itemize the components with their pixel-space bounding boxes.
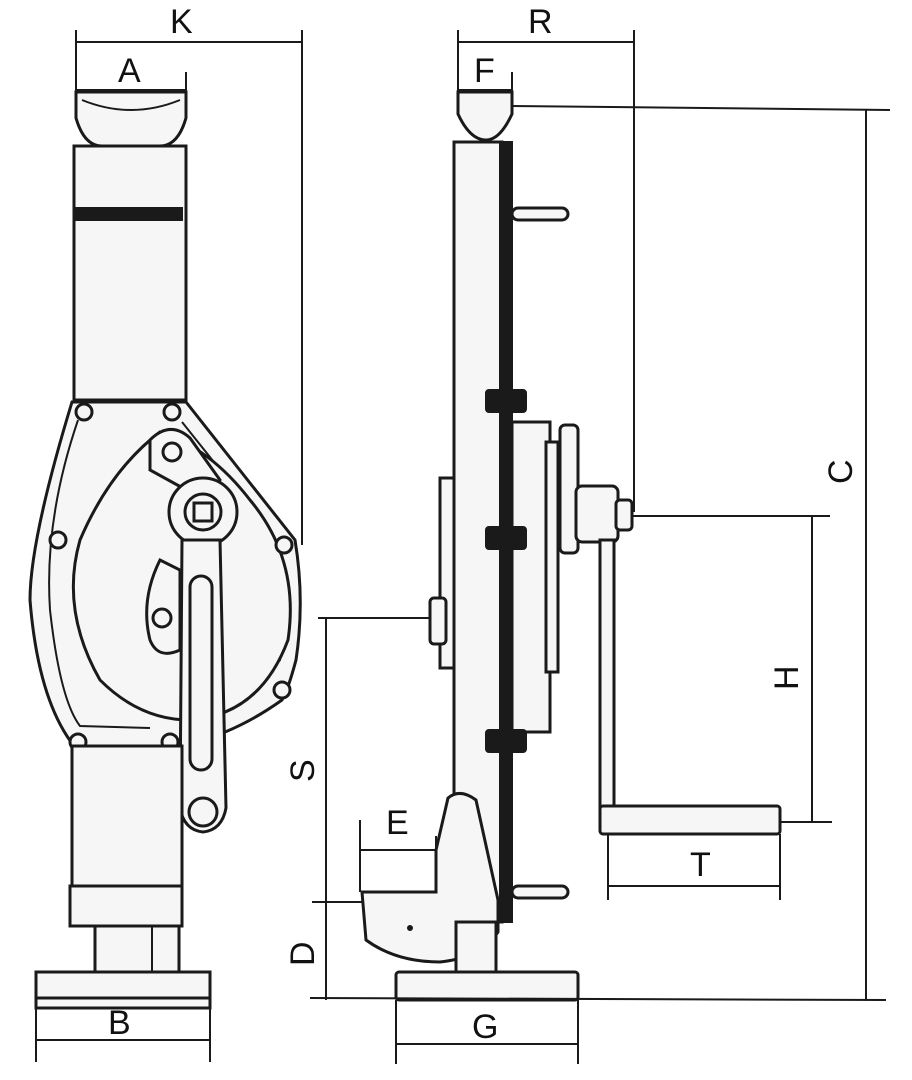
label-b: B bbox=[108, 1004, 131, 1042]
front-base bbox=[34, 970, 212, 1002]
side-crank-hub bbox=[574, 484, 620, 544]
dimension-lines bbox=[35, 30, 891, 1064]
side-saddle bbox=[456, 90, 514, 142]
side-crank-arm bbox=[598, 538, 616, 832]
label-s: S bbox=[284, 759, 322, 782]
front-lower-column bbox=[70, 744, 184, 890]
front-toe-block bbox=[68, 884, 184, 928]
label-d: D bbox=[284, 941, 322, 966]
label-h: H bbox=[768, 665, 806, 690]
side-crank-grip bbox=[598, 804, 782, 836]
side-pin-top bbox=[510, 206, 570, 222]
front-neck bbox=[93, 924, 181, 974]
front-pawl-lower bbox=[145, 557, 182, 655]
front-rack-column bbox=[72, 144, 188, 402]
side-bolt-3 bbox=[485, 729, 527, 753]
side-pin-bottom bbox=[510, 884, 570, 900]
front-rack-band bbox=[75, 207, 183, 221]
label-e: E bbox=[386, 804, 409, 842]
side-bolt-1 bbox=[485, 389, 527, 413]
side-housing-right bbox=[510, 420, 552, 734]
label-t: T bbox=[690, 846, 711, 884]
label-c: C bbox=[822, 459, 860, 484]
dimension-labels: K A R F C H S E T D B G bbox=[108, 3, 860, 1046]
label-k: K bbox=[170, 3, 193, 41]
front-view bbox=[28, 90, 302, 1010]
label-f: F bbox=[474, 52, 495, 90]
side-neck bbox=[454, 920, 498, 976]
label-r: R bbox=[528, 3, 553, 41]
side-view bbox=[360, 90, 782, 1002]
side-base bbox=[394, 970, 580, 1002]
front-saddle bbox=[74, 90, 188, 148]
side-bolt-2 bbox=[485, 526, 527, 550]
label-a: A bbox=[118, 52, 141, 90]
label-g: G bbox=[472, 1008, 498, 1046]
